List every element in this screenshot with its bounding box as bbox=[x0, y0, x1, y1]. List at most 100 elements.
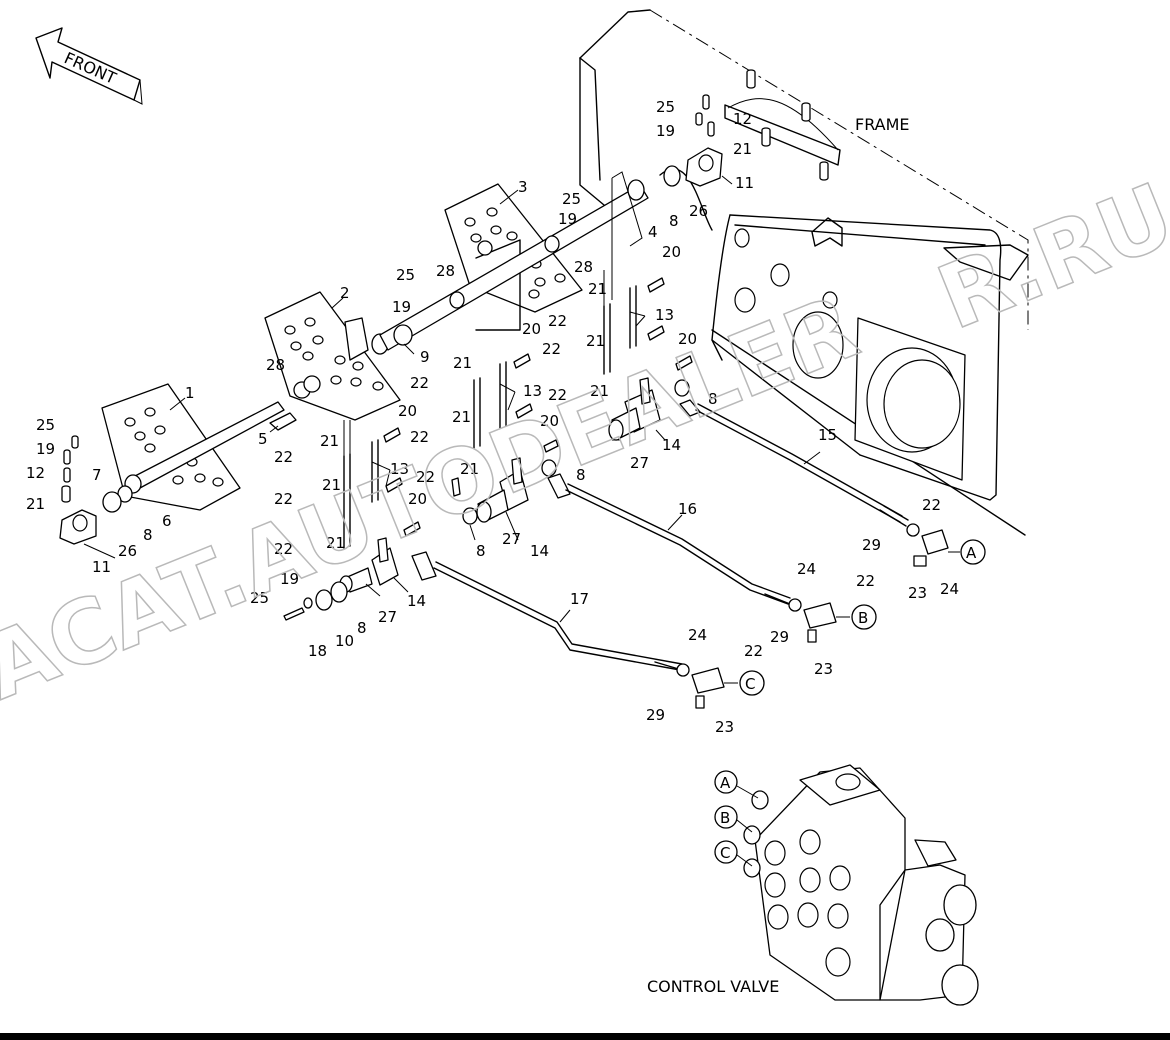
part-label-25-a: 25 bbox=[36, 416, 55, 434]
part-label-24-c: 24 bbox=[688, 626, 707, 644]
part-label-13-a: 13 bbox=[390, 460, 409, 478]
part-label-25-e: 25 bbox=[250, 589, 269, 607]
part-label-20-f: 20 bbox=[678, 330, 697, 348]
control-valve: CONTROL VALVE bbox=[647, 764, 979, 1006]
pedal-2 bbox=[264, 291, 401, 421]
part-label-8-b: 8 bbox=[669, 212, 679, 230]
shafts bbox=[102, 165, 681, 513]
connector-c-label: C bbox=[745, 675, 755, 693]
part-label-22-g: 22 bbox=[548, 312, 567, 330]
valve-port-b-label: B bbox=[720, 809, 730, 827]
clevises bbox=[676, 523, 949, 709]
part-label-22-h: 22 bbox=[542, 340, 561, 358]
levers bbox=[339, 377, 661, 593]
part-label-22-i: 22 bbox=[548, 386, 567, 404]
connector-a-label: A bbox=[966, 544, 977, 562]
part-label-11-a: 11 bbox=[92, 558, 111, 576]
part-label-8-c: 8 bbox=[708, 390, 718, 408]
part-label-9: 9 bbox=[420, 348, 430, 366]
part-label-4: 4 bbox=[648, 223, 658, 241]
watermark-text-end: R.RU bbox=[924, 163, 1170, 349]
rods bbox=[411, 399, 909, 671]
part-label-14-c: 14 bbox=[662, 436, 681, 454]
part-label-23-a: 23 bbox=[908, 584, 927, 602]
part-label-12-b: 12 bbox=[733, 110, 752, 128]
bearing-bracket-right bbox=[685, 94, 723, 187]
part-label-25-b: 25 bbox=[396, 266, 415, 284]
part-label-19-b: 19 bbox=[392, 298, 411, 316]
part-label-24-b: 24 bbox=[797, 560, 816, 578]
part-label-11-b: 11 bbox=[735, 174, 754, 192]
part-label-10: 10 bbox=[335, 632, 354, 650]
front-arrow: FRONT bbox=[35, 27, 143, 105]
part-label-19-c: 19 bbox=[558, 210, 577, 228]
connector-b-label: B bbox=[858, 609, 868, 627]
part-label-28-c: 28 bbox=[574, 258, 593, 276]
valve-port-a-circle bbox=[714, 770, 738, 794]
part-label-22-c: 22 bbox=[274, 540, 293, 558]
part-label-21-j: 21 bbox=[590, 382, 609, 400]
part-label-22-a: 22 bbox=[274, 448, 293, 466]
connector-a-circle bbox=[960, 539, 986, 565]
part-label-22-b: 22 bbox=[274, 490, 293, 508]
part-label-29-c: 29 bbox=[646, 706, 665, 724]
bearing-bracket-left bbox=[59, 435, 97, 545]
part-label-13-b: 13 bbox=[523, 382, 542, 400]
control-valve-label: CONTROL VALVE bbox=[647, 977, 779, 996]
part-label-8-f: 8 bbox=[357, 619, 367, 637]
part-label-20-e: 20 bbox=[662, 243, 681, 261]
part-label-13-c: 13 bbox=[655, 306, 674, 324]
part-label-21-k: 21 bbox=[733, 140, 752, 158]
part-label-8-d: 8 bbox=[576, 466, 586, 484]
part-label-22-l: 22 bbox=[744, 642, 763, 660]
part-label-20-a: 20 bbox=[398, 402, 417, 420]
part-label-22-j: 22 bbox=[922, 496, 941, 514]
part-label-21-g: 21 bbox=[460, 460, 479, 478]
connector-markers: A B C A B C bbox=[714, 539, 986, 867]
part-label-22-f: 22 bbox=[416, 468, 435, 486]
part-label-8-e: 8 bbox=[476, 542, 486, 560]
part-label-19-d: 19 bbox=[656, 122, 675, 140]
part-label-7: 7 bbox=[92, 466, 102, 484]
part-label-8-a: 8 bbox=[143, 526, 153, 544]
valve-port-a-label: A bbox=[720, 774, 731, 792]
part-label-16: 16 bbox=[678, 500, 697, 518]
part-label-6-static: 6 bbox=[162, 512, 172, 530]
part-label-28-a: 28 bbox=[266, 356, 285, 374]
part-label-22-e: 22 bbox=[410, 428, 429, 446]
valve-port-c-label: C bbox=[720, 844, 730, 862]
part-label-23-b: 23 bbox=[814, 660, 833, 678]
part-label-29-a: 29 bbox=[862, 536, 881, 554]
part-label-21-h: 21 bbox=[588, 280, 607, 298]
hardware bbox=[283, 277, 693, 621]
part-label-18: 18 bbox=[308, 642, 327, 660]
frame-outline: FRAME bbox=[579, 9, 1029, 536]
part-label-25-d: 25 bbox=[656, 98, 675, 116]
part-label-21-a: 21 bbox=[26, 495, 45, 513]
part-label-3: 3 bbox=[518, 178, 528, 196]
connector-c-circle bbox=[739, 670, 765, 696]
leader-lines bbox=[83, 175, 821, 623]
part-label-27-c: 27 bbox=[630, 454, 649, 472]
part-label-19-a: 19 bbox=[36, 440, 55, 458]
part-label-20-b: 20 bbox=[408, 490, 427, 508]
part-label-28-b: 28 bbox=[436, 262, 455, 280]
part-label-12-a: 12 bbox=[26, 464, 45, 482]
part-label-29-b: 29 bbox=[770, 628, 789, 646]
connector-b-circle bbox=[851, 604, 877, 630]
part-label-25-c: 25 bbox=[562, 190, 581, 208]
part-label-22-k: 22 bbox=[856, 572, 875, 590]
part-label-19-e: 19 bbox=[280, 570, 299, 588]
part-label-21-c: 21 bbox=[322, 476, 341, 494]
part-label-2: 2 bbox=[340, 284, 350, 302]
part-label-23-c: 23 bbox=[715, 718, 734, 736]
part-label-20-d: 20 bbox=[540, 412, 559, 430]
part-label-24-a: 24 bbox=[940, 580, 959, 598]
part-label-21-d: 21 bbox=[326, 534, 345, 552]
part-label-14-b: 14 bbox=[530, 542, 549, 560]
part-label-21-f: 21 bbox=[452, 408, 471, 426]
part-label-27-a: 27 bbox=[378, 608, 397, 626]
part-label-27-b: 27 bbox=[502, 530, 521, 548]
